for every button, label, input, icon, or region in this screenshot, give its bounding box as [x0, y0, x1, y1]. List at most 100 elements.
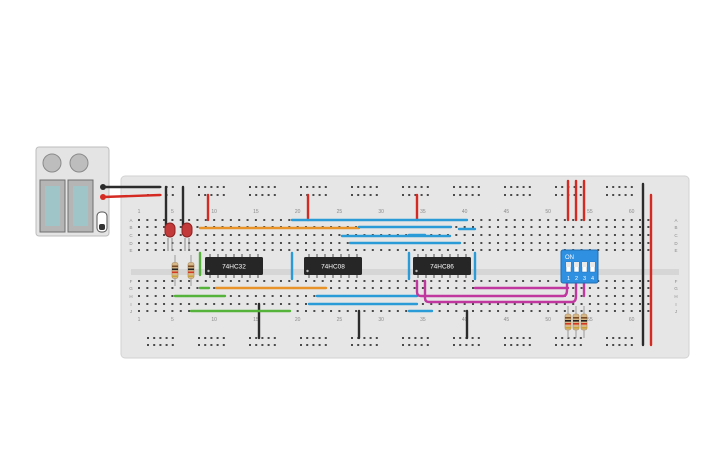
breadboard-hole[interactable] [430, 280, 433, 282]
breadboard-hole[interactable] [388, 287, 391, 289]
breadboard-hole[interactable] [488, 226, 491, 228]
power-rail-hole[interactable] [312, 344, 315, 346]
power-rail-hole[interactable] [555, 194, 557, 196]
breadboard-hole[interactable] [138, 234, 140, 236]
breadboard-hole[interactable] [346, 310, 349, 312]
breadboard-hole[interactable] [271, 249, 274, 251]
breadboard-hole[interactable] [597, 287, 600, 289]
power-rail-hole[interactable] [249, 194, 251, 196]
power-rail-hole[interactable] [300, 337, 302, 339]
power-rail-hole[interactable] [453, 194, 455, 196]
breadboard-hole[interactable] [238, 280, 241, 282]
power-rail-hole[interactable] [453, 337, 455, 339]
breadboard-hole[interactable] [313, 295, 316, 297]
breadboard-hole[interactable] [388, 310, 391, 312]
breadboard-hole[interactable] [305, 242, 307, 244]
breadboard-hole[interactable] [605, 295, 608, 297]
breadboard-hole[interactable] [188, 310, 191, 312]
power-rail-hole[interactable] [516, 337, 519, 339]
breadboard-hole[interactable] [163, 295, 166, 297]
breadboard-hole[interactable] [639, 310, 641, 312]
power-rail-hole[interactable] [504, 186, 506, 188]
power-rail-hole[interactable] [171, 194, 174, 196]
breadboard-hole[interactable] [613, 287, 616, 289]
breadboard-hole[interactable] [580, 226, 583, 228]
power-rail-hole[interactable] [555, 337, 557, 339]
breadboard-hole[interactable] [288, 249, 291, 251]
breadboard-hole[interactable] [522, 242, 525, 244]
breadboard-hole[interactable] [330, 310, 333, 312]
breadboard-hole[interactable] [588, 303, 591, 305]
power-rail-hole[interactable] [261, 344, 264, 346]
breadboard-hole[interactable] [213, 242, 216, 244]
breadboard-hole[interactable] [547, 310, 550, 312]
power-rail-hole[interactable] [579, 337, 582, 339]
breadboard-hole[interactable] [179, 303, 182, 305]
breadboard-hole[interactable] [513, 303, 516, 305]
breadboard-hole[interactable] [246, 219, 249, 221]
breadboard-hole[interactable] [263, 234, 266, 236]
power-rail-hole[interactable] [204, 344, 207, 346]
breadboard-hole[interactable] [572, 303, 575, 305]
power-rail-hole[interactable] [171, 337, 174, 339]
breadboard-hole[interactable] [271, 219, 274, 221]
breadboard-hole[interactable] [196, 226, 199, 228]
breadboard-hole[interactable] [597, 234, 600, 236]
breadboard-hole[interactable] [254, 280, 257, 282]
breadboard-hole[interactable] [463, 249, 466, 251]
breadboard-hole[interactable] [438, 287, 441, 289]
breadboard-hole[interactable] [154, 287, 157, 289]
breadboard-hole[interactable] [605, 226, 608, 228]
breadboard-hole[interactable] [605, 249, 608, 251]
breadboard-hole[interactable] [455, 234, 458, 236]
breadboard-hole[interactable] [355, 249, 358, 251]
breadboard-hole[interactable] [497, 219, 500, 221]
breadboard-hole[interactable] [154, 295, 157, 297]
breadboard-hole[interactable] [488, 280, 491, 282]
breadboard-hole[interactable] [630, 234, 633, 236]
breadboard-hole[interactable] [522, 310, 525, 312]
breadboard-hole[interactable] [580, 310, 583, 312]
breadboard-hole[interactable] [497, 226, 500, 228]
breadboard-hole[interactable] [480, 242, 483, 244]
power-rail-hole[interactable] [198, 194, 200, 196]
power-rail-hole[interactable] [369, 194, 372, 196]
breadboard-hole[interactable] [480, 226, 483, 228]
breadboard-hole[interactable] [472, 310, 474, 312]
power-rail-hole[interactable] [630, 344, 633, 346]
breadboard-hole[interactable] [572, 295, 575, 297]
breadboard-hole[interactable] [313, 280, 316, 282]
breadboard-hole[interactable] [396, 310, 399, 312]
breadboard-hole[interactable] [388, 280, 391, 282]
breadboard-hole[interactable] [446, 310, 449, 312]
breadboard-hole[interactable] [271, 242, 274, 244]
breadboard-hole[interactable] [163, 303, 166, 305]
breadboard-hole[interactable] [530, 219, 533, 221]
breadboard-hole[interactable] [305, 234, 307, 236]
power-rail-hole[interactable] [216, 186, 219, 188]
breadboard-hole[interactable] [246, 303, 249, 305]
power-rail-hole[interactable] [300, 186, 302, 188]
power-rail-hole[interactable] [477, 337, 480, 339]
breadboard-hole[interactable] [355, 310, 358, 312]
breadboard-hole[interactable] [630, 287, 633, 289]
power-rail-hole[interactable] [606, 337, 608, 339]
breadboard-hole[interactable] [639, 242, 641, 244]
power-rail-hole[interactable] [516, 344, 519, 346]
breadboard-hole[interactable] [338, 287, 341, 289]
breadboard-hole[interactable] [204, 249, 207, 251]
breadboard-hole[interactable] [597, 226, 600, 228]
power-rail-hole[interactable] [414, 186, 417, 188]
breadboard-hole[interactable] [530, 303, 533, 305]
breadboard-hole[interactable] [288, 242, 291, 244]
breadboard-hole[interactable] [522, 303, 525, 305]
power-rail-hole[interactable] [561, 337, 564, 339]
breadboard-hole[interactable] [555, 242, 558, 244]
breadboard-hole[interactable] [263, 249, 266, 251]
breadboard-hole[interactable] [622, 242, 625, 244]
breadboard-hole[interactable] [480, 303, 483, 305]
breadboard-hole[interactable] [639, 280, 641, 282]
breadboard-hole[interactable] [179, 287, 182, 289]
breadboard-hole[interactable] [497, 280, 500, 282]
breadboard-hole[interactable] [538, 219, 541, 221]
